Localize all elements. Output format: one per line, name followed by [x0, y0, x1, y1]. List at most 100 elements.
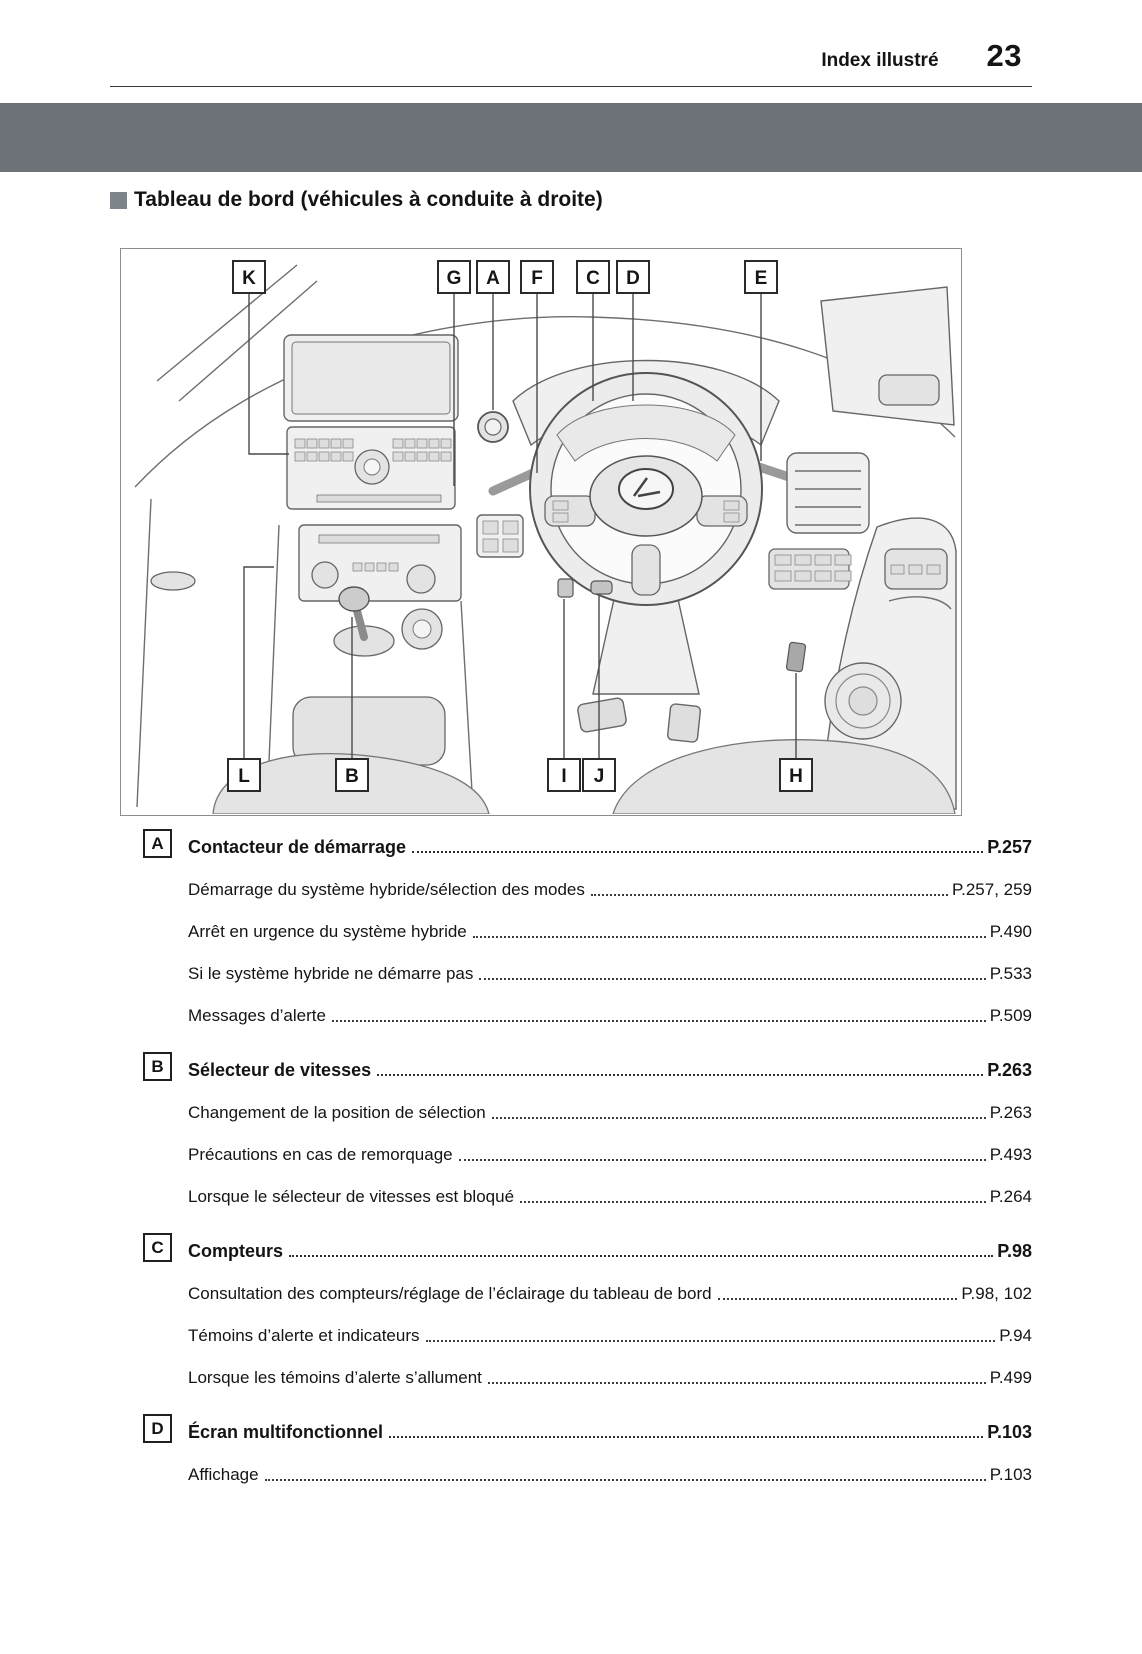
- index-sub-item: Changement de la position de sélection P…: [110, 1103, 1032, 1123]
- sub-item-page-ref: P.257, 259: [951, 880, 1032, 899]
- svg-text:L: L: [238, 766, 250, 787]
- section-title: Tableau de bord (véhicules à conduite à …: [134, 188, 603, 211]
- page-header-inner: Index illustré 23: [821, 38, 1022, 74]
- left-stalk: [488, 468, 538, 496]
- entry-key-badge: A: [143, 829, 172, 858]
- callout-C: C: [576, 260, 610, 294]
- entry-title: Sélecteur de vitesses: [188, 1060, 372, 1080]
- entry-page-ref: P.98: [997, 1241, 1032, 1261]
- accelerator-pedal: [785, 641, 807, 673]
- dot-leader: [389, 1436, 984, 1438]
- callout-H: H: [779, 758, 813, 792]
- svg-text:K: K: [242, 268, 256, 289]
- steering-wheel: [529, 372, 763, 606]
- audio-panel: [286, 426, 456, 510]
- svg-text:J: J: [594, 766, 605, 787]
- sub-item-label: Si le système hybride ne démarre pas: [188, 964, 474, 983]
- entry-key-badge: C: [143, 1233, 172, 1262]
- entry-page-ref: P.257: [987, 837, 1032, 857]
- index-sub-item: Si le système hybride ne démarre pas P.5…: [110, 964, 1032, 984]
- sub-item-page-ref: P.103: [989, 1465, 1032, 1484]
- svg-text:D: D: [626, 268, 640, 289]
- windshield-and-pillars: [134, 264, 956, 808]
- callout-D: D: [616, 260, 650, 294]
- callout-B: B: [335, 758, 369, 792]
- sub-item-page-ref: P.493: [989, 1145, 1032, 1164]
- section-title-row: Tableau de bord (véhicules à conduite à …: [110, 188, 603, 212]
- lower-levers: [557, 578, 613, 598]
- dashboard-illustration: K G A F C D E L B I J H: [134, 260, 957, 814]
- left-door-handle: [150, 571, 196, 591]
- callout-L: L: [227, 758, 261, 792]
- gear-shifter: [333, 586, 395, 657]
- dot-leader: [590, 894, 948, 896]
- entry-key-badge: D: [143, 1414, 172, 1443]
- right-air-vents: [786, 452, 870, 534]
- svg-text:E: E: [755, 268, 768, 289]
- door-panel: [820, 517, 957, 810]
- callout-F: F: [520, 260, 554, 294]
- callout-G: G: [437, 260, 471, 294]
- illustrated-index: A Contacteur de démarrage P.257 Démarrag…: [110, 824, 1032, 1485]
- page-number: 23: [986, 38, 1022, 73]
- door-handle: [888, 596, 952, 610]
- sub-item-page-ref: P.98, 102: [961, 1284, 1032, 1303]
- callout-I: I: [547, 758, 581, 792]
- dot-leader: [425, 1340, 996, 1342]
- speaker: [824, 662, 902, 740]
- callout-J: J: [582, 758, 616, 792]
- index-entry-B: B Sélecteur de vitesses P.263 Changement…: [110, 1052, 1032, 1207]
- dot-leader: [491, 1117, 986, 1119]
- sub-item-label: Arrêt en urgence du système hybride: [188, 922, 467, 941]
- callout-K: K: [232, 260, 266, 294]
- side-mirror: [878, 374, 940, 406]
- shift-knob: [338, 586, 370, 612]
- bottom-spoke: [631, 544, 661, 596]
- entry-page-ref: P.263: [987, 1060, 1032, 1080]
- instrument-cluster: [556, 404, 736, 462]
- sub-item-page-ref: P.263: [989, 1103, 1032, 1122]
- index-entry-head: D Écran multifonctionnel P.103: [110, 1414, 1032, 1443]
- index-sub-item: Consultation des compteurs/réglage de l’…: [110, 1284, 1032, 1304]
- left-door-edge: [136, 498, 152, 808]
- callout-E: E: [744, 260, 778, 294]
- sub-item-label: Précautions en cas de remorquage: [188, 1145, 453, 1164]
- nav-screen: [283, 334, 459, 422]
- dot-leader: [289, 1255, 994, 1257]
- entry-title: Contacteur de démarrage: [188, 837, 407, 857]
- brand-emblem-icon: [618, 468, 674, 510]
- index-sub-item: Lorsque le sélecteur de vitesses est blo…: [110, 1187, 1032, 1207]
- dot-leader: [412, 851, 984, 853]
- page-header: Index illustré 23: [110, 0, 1032, 87]
- sub-item-label: Témoins d’alerte et indicateurs: [188, 1326, 420, 1345]
- index-sub-item: Témoins d’alerte et indicateurs P.94: [110, 1326, 1032, 1346]
- dot-leader: [717, 1298, 958, 1300]
- dot-leader: [520, 1201, 986, 1203]
- index-sub-item: Précautions en cas de remorquage P.493: [110, 1145, 1032, 1165]
- svg-text:F: F: [531, 268, 543, 289]
- entry-title: Écran multifonctionnel: [188, 1422, 384, 1442]
- sub-item-label: Affichage: [188, 1465, 259, 1484]
- svg-text:H: H: [789, 766, 803, 787]
- right-spoke: [696, 495, 748, 527]
- sub-item-label: Lorsque le sélecteur de vitesses est blo…: [188, 1187, 515, 1206]
- center-console: [266, 524, 474, 810]
- svg-text:A: A: [486, 268, 500, 289]
- sub-item-label: Changement de la position de sélection: [188, 1103, 486, 1122]
- center-stack-lower: [298, 524, 462, 602]
- index-sub-item: Lorsque les témoins d’alerte s’allument …: [110, 1368, 1032, 1388]
- driver-side-vents: [476, 514, 524, 558]
- index-sub-item: Messages d’alerte P.509: [110, 1006, 1032, 1026]
- callout-leader-lines: [243, 293, 797, 759]
- sub-item-label: Messages d’alerte: [188, 1006, 326, 1025]
- dot-leader: [472, 936, 986, 938]
- steering-column: [488, 462, 806, 695]
- index-entry-D: D Écran multifonctionnel P.103 Affichage…: [110, 1414, 1032, 1485]
- entry-key-badge: B: [143, 1052, 172, 1081]
- index-entry-head: C Compteurs P.98: [110, 1233, 1032, 1262]
- sub-item-page-ref: P.94: [999, 1326, 1032, 1345]
- svg-text:I: I: [561, 766, 566, 787]
- sub-item-label: Consultation des compteurs/réglage de l’…: [188, 1284, 712, 1303]
- entry-title: Compteurs: [188, 1241, 284, 1261]
- index-sub-item: Affichage P.103: [110, 1465, 1032, 1485]
